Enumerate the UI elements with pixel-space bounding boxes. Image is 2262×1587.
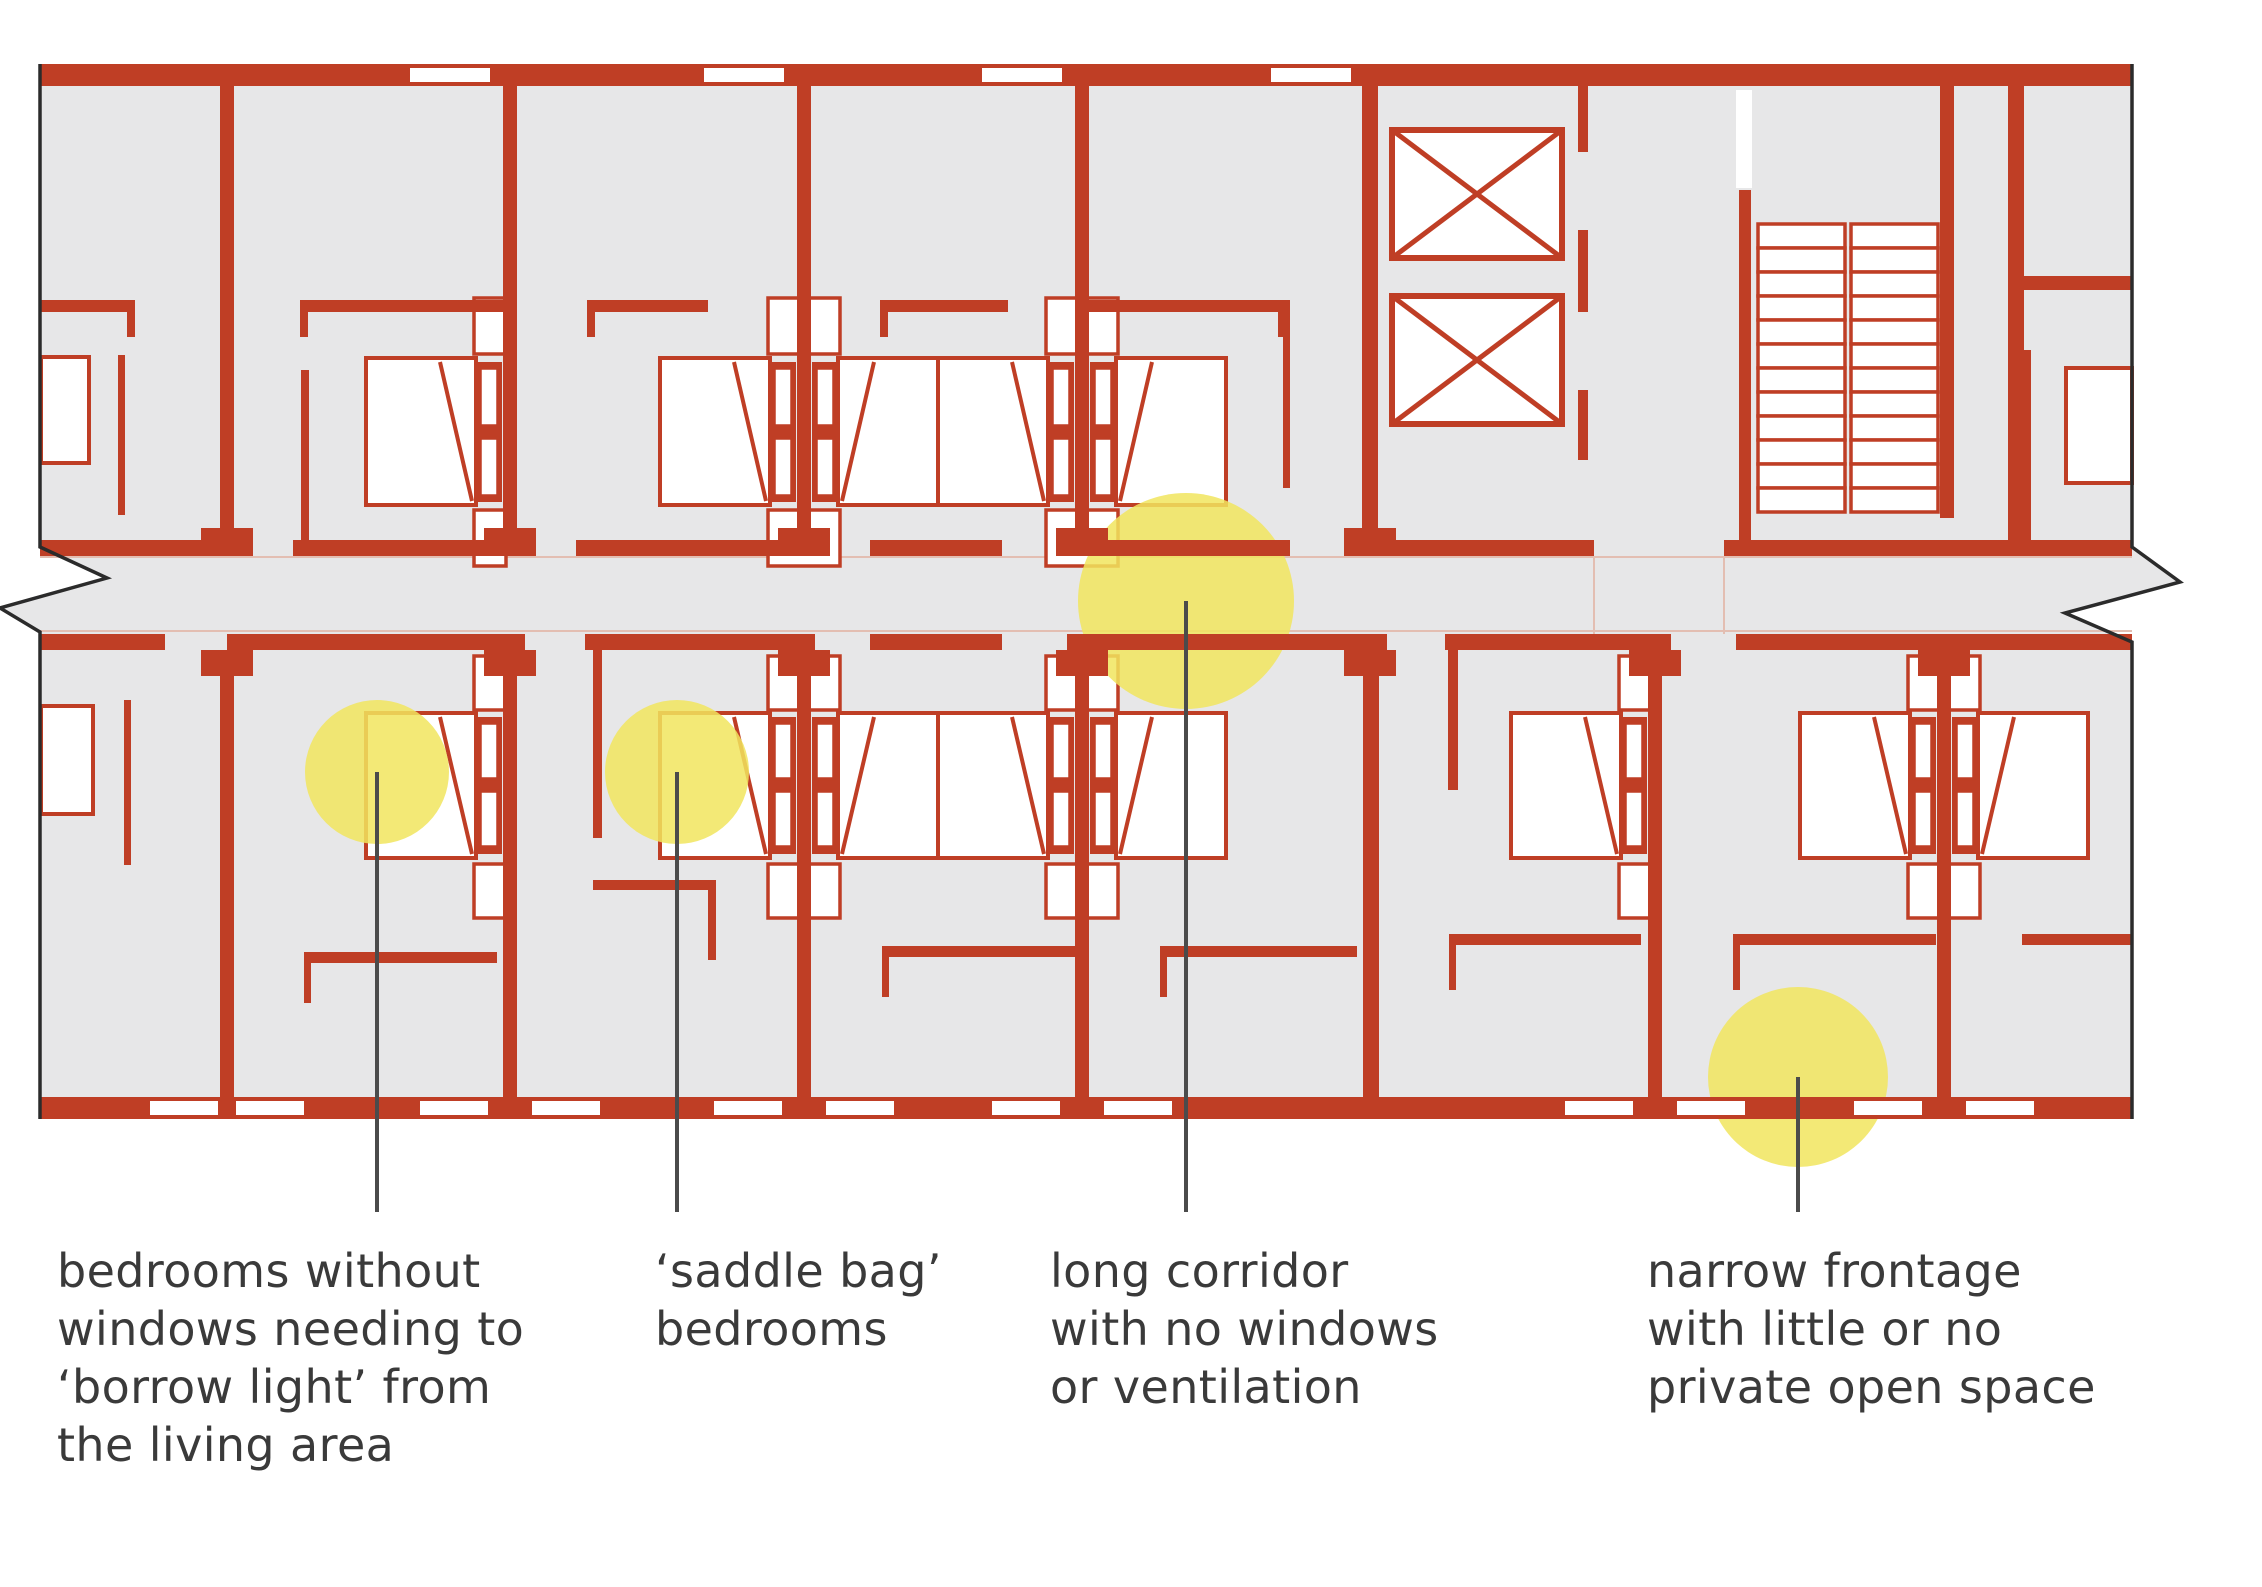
annotation-borrow-light: bedrooms without windows needing to ‘bor… — [57, 1244, 525, 1472]
walls-layer — [40, 64, 2132, 1119]
annotation-narrow-frontage: narrow frontage with little or no privat… — [1647, 1244, 2096, 1414]
bed — [2064, 366, 2134, 485]
elevator-icon — [1389, 127, 1565, 261]
bed — [39, 704, 95, 816]
break-line-right — [2059, 64, 2184, 1119]
break-line-left — [0, 64, 113, 1119]
furniture-layer — [39, 90, 2134, 920]
annotation-saddle-bag: ‘saddle bag’ bedrooms — [655, 1244, 942, 1356]
annotation-long-corridor: long corridor with no windows or ventila… — [1050, 1244, 1439, 1414]
leader-lines — [375, 601, 1800, 1212]
stair-door-leaf — [1736, 90, 1752, 188]
bed — [39, 355, 91, 465]
elevator-icon — [1389, 293, 1565, 427]
